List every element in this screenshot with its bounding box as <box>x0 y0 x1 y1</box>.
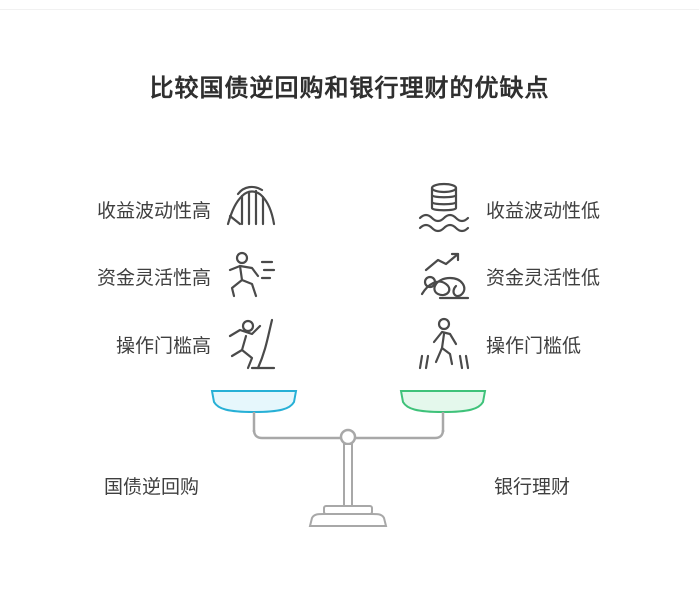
left-caption: 国债逆回购 <box>104 476 200 498</box>
scale-base-top <box>323 505 373 515</box>
scale-pivot <box>339 428 357 446</box>
scale-base-bottom <box>308 513 388 527</box>
right-item-label-1: 收益波动性低 <box>486 200 601 222</box>
right-item-label-3: 操作门槛低 <box>486 335 582 357</box>
walking-person-icon <box>418 317 470 370</box>
roller-coaster-icon <box>226 185 276 226</box>
right-pan <box>399 390 487 414</box>
left-pan <box>210 390 298 414</box>
scale-post <box>343 443 353 507</box>
coin-stack-waves-icon <box>418 182 470 233</box>
left-item-label-3: 操作门槛高 <box>115 335 211 357</box>
right-caption: 银行理财 <box>494 476 571 498</box>
left-item-label-2: 资金灵活性高 <box>96 267 211 289</box>
tangled-person-icon <box>420 252 470 300</box>
running-person-icon <box>228 251 276 298</box>
page-title: 比较国债逆回购和银行理财的优缺点 <box>149 74 550 102</box>
right-item-label-2: 资金灵活性低 <box>486 267 601 289</box>
climbing-person-icon <box>228 318 276 370</box>
top-divider <box>0 9 699 10</box>
left-item-label-1: 收益波动性高 <box>96 200 211 222</box>
